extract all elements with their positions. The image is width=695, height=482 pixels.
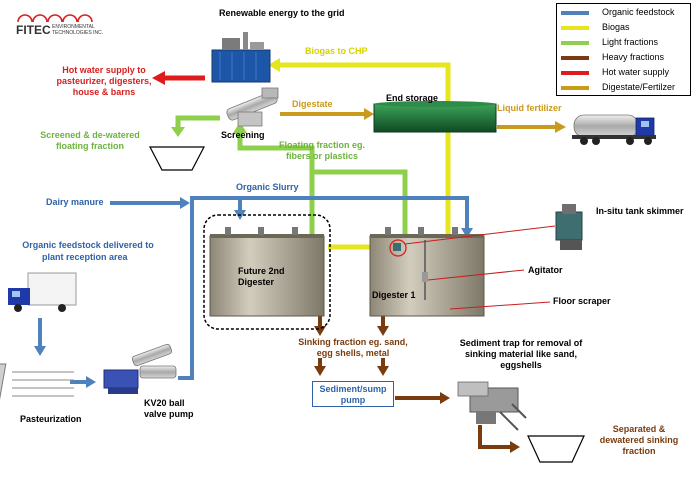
organic-slurry-label: Organic Slurry — [236, 182, 299, 192]
separated-label-3: fraction — [622, 446, 656, 456]
legend-label: Heavy fractions — [602, 52, 665, 62]
insitu-skimmer-label: In-situ tank skimmer — [596, 206, 684, 216]
kv20-label-2: valve pump — [144, 409, 194, 419]
fitec-logo-name: FITEC — [16, 23, 51, 37]
dairy-manure-arrowhead — [180, 197, 190, 209]
light-fraction-lines — [175, 115, 408, 234]
legend-item: Organic feedstock — [561, 6, 689, 19]
legend-swatch — [561, 56, 589, 60]
legend-swatch — [561, 11, 589, 15]
floor-scraper-label: Floor scraper — [553, 296, 611, 306]
hot-water-label-2: pasteurizer, digesters, — [56, 76, 152, 86]
sump-to-trap-arrowhead — [440, 392, 450, 404]
screened-label-2: floating fraction — [56, 141, 124, 151]
kv20-pump-icon — [103, 343, 177, 394]
pasteurizer-to-pump-arrowhead — [86, 376, 96, 388]
biogas-to-chp-arrowhead — [268, 58, 280, 72]
future-digester-tank-icon — [209, 227, 325, 317]
sediment-trap-label-2: sinking material like sand, — [464, 349, 578, 359]
legend-label: Digestate/Fertilzer — [602, 82, 676, 92]
future-digester-label-1: Future 2nd — [238, 266, 285, 276]
screened-fraction-bin-icon — [149, 146, 205, 171]
sediment-trap-label-3: eggshells — [500, 360, 542, 370]
organic-delivered-label-2: plant reception area — [42, 252, 128, 262]
legend-label: Hot water supply — [602, 67, 670, 77]
hot-water-label-1: Hot water supply to — [62, 65, 146, 75]
liquid-fertilizer-label: Liquid fertilizer — [497, 103, 562, 113]
digester-1-tank-icon — [369, 227, 485, 317]
legend-item: Light fractions — [561, 36, 689, 49]
fitec-logo-arcs — [17, 14, 93, 23]
hot-water-label-3: house & barns — [72, 87, 136, 97]
sinking-arrowhead-right-a — [377, 326, 389, 336]
screening-label: Screening — [221, 130, 265, 140]
floating-fraction-label-2: fibers or plastics — [285, 151, 359, 161]
end-storage-label: End storage — [386, 93, 439, 103]
digester-1-label: Digester 1 — [372, 290, 416, 300]
sediment-trap-label-1: Sediment trap for removal of — [459, 338, 583, 348]
separated-label-1: Separated & — [612, 424, 666, 434]
end-storage-tank-icon — [373, 101, 497, 133]
agitator-label: Agitator — [528, 265, 563, 275]
sinking-fraction-label-2: egg shells, metal — [316, 348, 390, 358]
delivery-truck-icon — [8, 272, 77, 312]
future-digester-boundary — [203, 214, 331, 330]
fitec-logo-subtitle-2: TECHNOLOGIES INC. — [52, 30, 104, 36]
organic-delivered-label-1: Organic feedstock delivered to — [22, 240, 154, 250]
legend-item: Biogas — [561, 21, 689, 34]
chp-generator-icon — [211, 32, 271, 83]
heavy-fraction-lines — [318, 315, 510, 449]
sinking-arrowhead-left-a — [314, 326, 326, 336]
trap-to-bin-arrowhead — [510, 441, 520, 453]
legend-label: Light fractions — [602, 37, 659, 47]
screening-machine-icon — [226, 87, 279, 127]
slurry-to-digester1-arrowhead — [461, 228, 473, 238]
sediment-trap-icon — [457, 381, 527, 431]
dairy-manure-label: Dairy manure — [46, 197, 104, 207]
liquid-fertilizer-arrowhead — [555, 121, 566, 133]
sump-pump-label-1: Sediment/sump — [319, 384, 387, 394]
legend-item: Digestate/Fertilzer — [561, 81, 689, 94]
skimmer-unit — [393, 243, 401, 251]
sump-pump-label-2: pump — [340, 395, 366, 405]
pointer-lines — [404, 225, 556, 310]
sinking-fraction-label-1: Sinking fraction eg. sand, — [298, 337, 408, 347]
screened-label-1: Screened & de-watered — [40, 130, 140, 140]
renewable-energy-label: Renewable energy to the grid — [219, 8, 345, 18]
separated-label-2: dewatered sinking — [599, 435, 679, 445]
tanker-truck-icon — [572, 114, 656, 145]
screened-fraction-arrowhead — [171, 127, 185, 137]
legend-item: Heavy fractions — [561, 51, 689, 64]
digestate-label: Digestate — [292, 99, 333, 109]
floating-fraction-label-1: Floating fraction eg. — [278, 140, 365, 150]
skimmer-highlight-circle — [389, 239, 407, 257]
legend-label: Organic feedstock — [602, 7, 675, 17]
sinking-arrowhead-right-b — [377, 366, 389, 376]
organic-feedstock-lines — [38, 196, 469, 384]
floating-fraction-arrowhead — [233, 122, 247, 133]
kv20-label-1: KV20 ball — [144, 398, 185, 408]
legend: Organic feedstock Biogas Light fractions… — [556, 3, 691, 96]
legend-swatch — [561, 26, 589, 30]
sinking-arrowhead-left-b — [314, 366, 326, 376]
digestate-arrowhead — [364, 108, 374, 120]
legend-swatch — [561, 41, 589, 45]
legend-swatch — [561, 86, 589, 90]
tank-skimmer-icon — [555, 204, 583, 250]
sinking-fraction-bin-icon — [527, 435, 585, 463]
legend-swatch — [561, 71, 589, 75]
sediment-sump-pump-box: Sediment/sump pump — [312, 381, 394, 407]
future-digester-label-2: Digester — [238, 277, 275, 287]
pasteurization-label: Pasteurization — [20, 414, 82, 424]
biogas-to-chp-label: Biogas to CHP — [305, 46, 368, 56]
fitec-logo-subtitle-1: ENVIRONMENTAL — [52, 24, 95, 30]
legend-label: Biogas — [602, 22, 630, 32]
pasteurizer-icon — [0, 363, 74, 403]
hot-water-arrowhead — [152, 71, 165, 85]
legend-item: Hot water supply — [561, 66, 689, 79]
truck-to-pasteurizer-arrowhead — [34, 346, 46, 356]
